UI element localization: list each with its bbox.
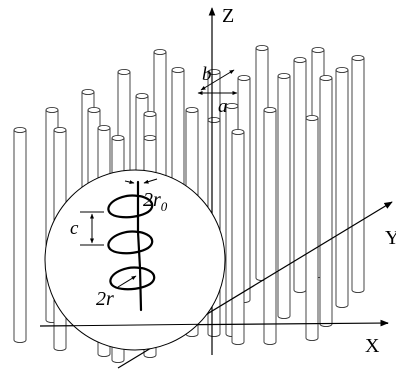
rod-top bbox=[13, 126, 27, 134]
b-spacing-arrow bbox=[200, 69, 235, 91]
rod-body bbox=[351, 58, 365, 294]
rod bbox=[335, 66, 349, 309]
rod-body bbox=[319, 78, 333, 328]
rod-top bbox=[311, 46, 325, 54]
rod-top bbox=[153, 48, 167, 56]
rod bbox=[319, 74, 333, 328]
rod-top bbox=[117, 68, 131, 76]
rod-top bbox=[293, 56, 307, 64]
rod bbox=[305, 114, 319, 342]
label-c: c bbox=[70, 218, 79, 239]
rod bbox=[263, 106, 277, 346]
rod-top bbox=[143, 134, 157, 142]
y-axis-label: Y bbox=[385, 227, 396, 249]
label-2r0: 2r0 bbox=[143, 189, 168, 214]
rod-body bbox=[231, 132, 245, 346]
rod-top bbox=[87, 106, 101, 114]
rod-top bbox=[111, 134, 125, 142]
inset-circle bbox=[44, 169, 226, 351]
rod-top bbox=[135, 92, 149, 100]
helix-diameter-arrow bbox=[117, 275, 137, 288]
rod-top bbox=[351, 54, 365, 62]
rod-top bbox=[231, 128, 245, 136]
label-a: a bbox=[218, 96, 228, 117]
rod-top bbox=[81, 88, 95, 96]
rod-top bbox=[225, 102, 239, 110]
rod-top bbox=[263, 106, 277, 114]
rod-body bbox=[277, 76, 291, 320]
label-2r0-subscript: 0 bbox=[161, 199, 168, 214]
magnified-inset: 2r0 c 2r bbox=[44, 169, 226, 351]
label-b: b bbox=[202, 64, 212, 85]
rod-top bbox=[207, 116, 221, 124]
rod bbox=[351, 54, 365, 294]
rod-top bbox=[53, 126, 67, 134]
rod-top bbox=[319, 74, 333, 82]
rod-top bbox=[185, 106, 199, 114]
rod-top bbox=[97, 124, 111, 132]
rod-top bbox=[143, 110, 157, 118]
rod-top bbox=[305, 114, 319, 122]
rod-top bbox=[171, 66, 185, 74]
rod-body bbox=[263, 110, 277, 346]
wire-diameter-arrow-right bbox=[143, 178, 158, 184]
rod-top bbox=[237, 74, 251, 82]
z-axis-label: Z bbox=[222, 5, 234, 27]
rod bbox=[13, 126, 27, 344]
rod-body bbox=[13, 130, 27, 344]
rod-top bbox=[45, 106, 59, 114]
rod bbox=[277, 72, 291, 320]
rod-top bbox=[335, 66, 349, 74]
lattice-dimensions: a b bbox=[197, 64, 238, 117]
rod-top bbox=[277, 72, 291, 80]
rod-body bbox=[305, 118, 319, 342]
rod-body bbox=[335, 70, 349, 309]
label-2r0-main: 2r bbox=[143, 189, 161, 211]
axis-through-inset bbox=[45, 323, 225, 327]
rod-top bbox=[255, 44, 269, 52]
helix-wire bbox=[107, 180, 156, 312]
rod bbox=[231, 128, 245, 346]
x-axis-label: X bbox=[365, 335, 380, 357]
wire-diameter-arrow-left bbox=[124, 180, 135, 184]
label-2r: 2r bbox=[96, 288, 114, 310]
